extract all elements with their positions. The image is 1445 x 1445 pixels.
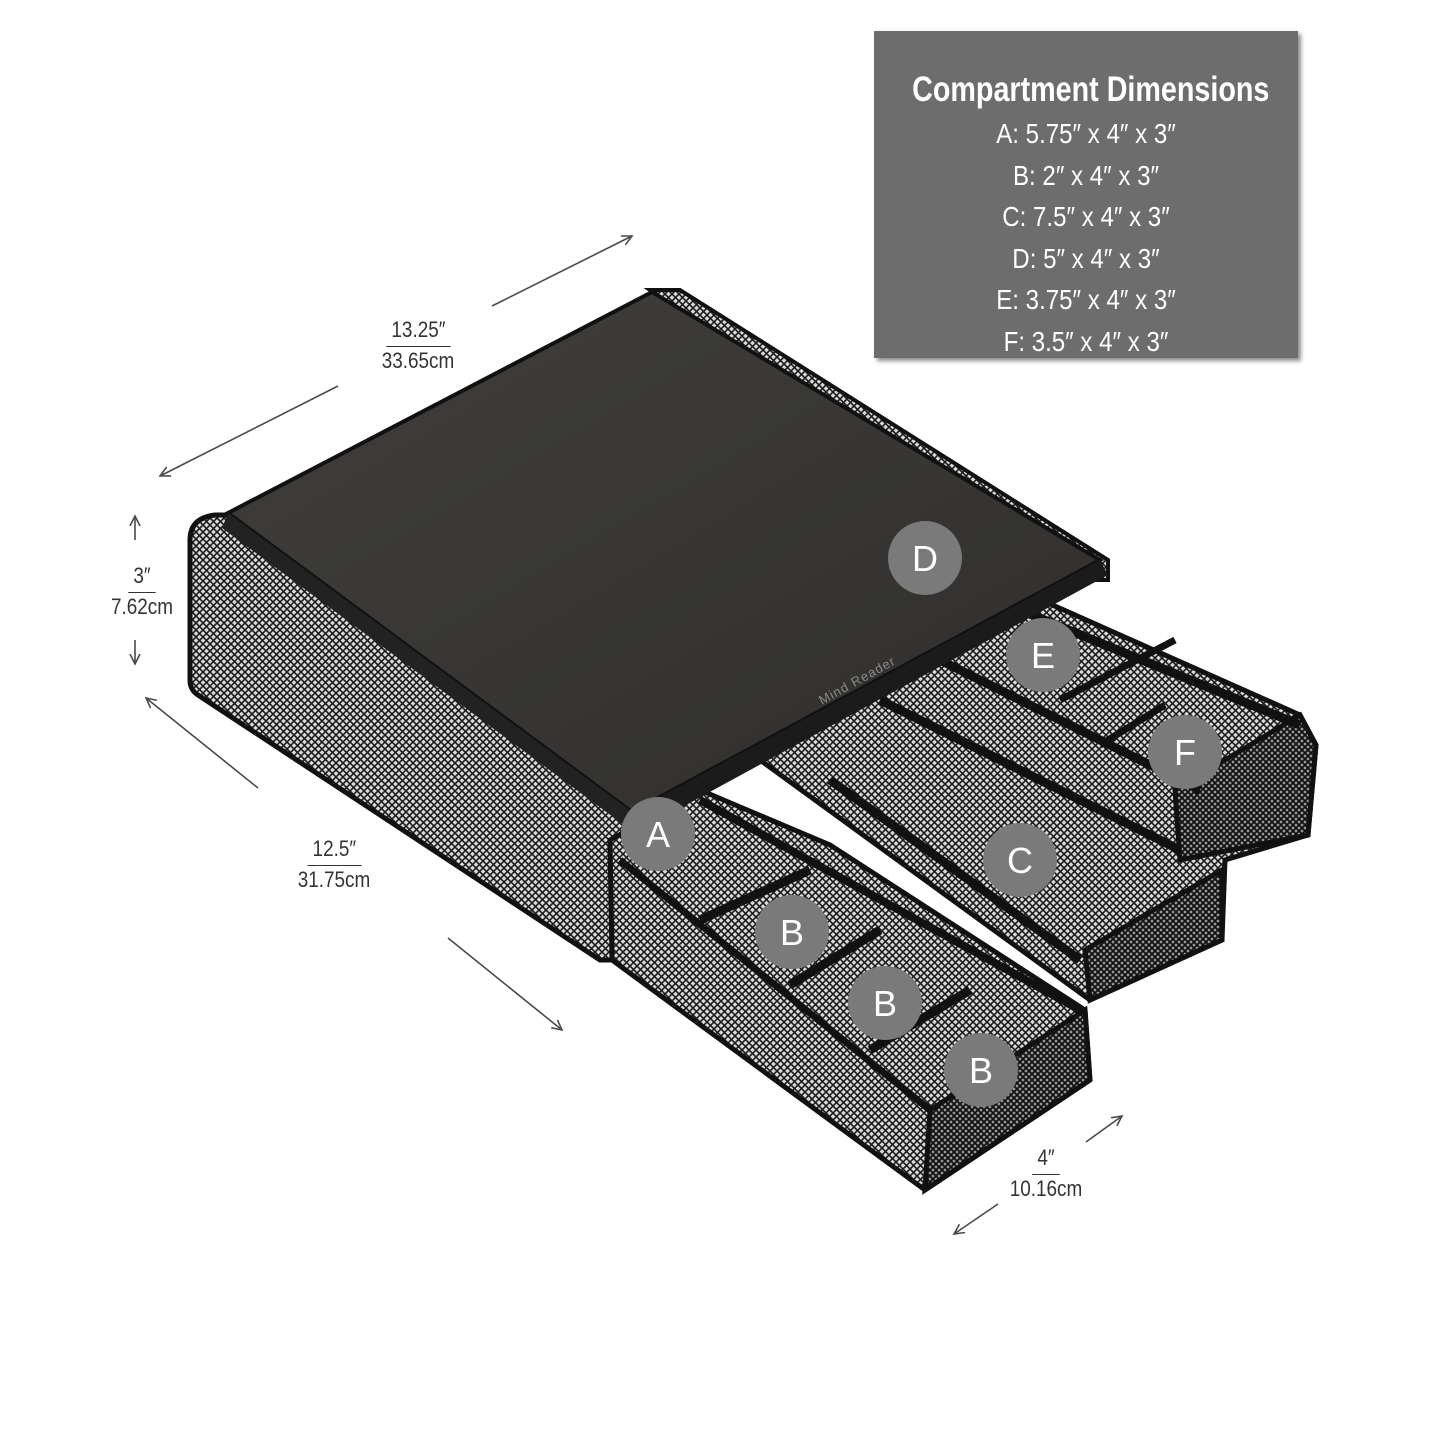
svg-text:B: B <box>873 983 897 1024</box>
depth-arrow-upper <box>146 698 259 789</box>
badge-e: E <box>1006 618 1080 692</box>
height-imperial: 3″ <box>128 562 156 593</box>
svg-text:F: F <box>1174 732 1196 773</box>
width-measurement: 13.25″ 33.65cm <box>358 316 478 375</box>
lid-left-edge <box>222 513 632 828</box>
compartment-dimensions-panel: Compartment Dimensions A: 5.75″ x 4″ x 3… <box>874 31 1298 358</box>
svg-text:A: A <box>646 814 670 855</box>
depth-measurement: 12.5″ 31.75cm <box>274 835 394 894</box>
svg-text:E: E <box>1031 635 1055 676</box>
depth-metric: 31.75cm <box>297 867 371 892</box>
badge-b-1: B <box>755 895 829 969</box>
badge-b-2: B <box>848 966 922 1040</box>
badge-d: D <box>888 521 962 595</box>
drawer-arrow-upper <box>1085 1116 1122 1143</box>
dimension-row-c: C: 7.5″ x 4″ x 3″ <box>1002 201 1170 232</box>
dimensions-list: A: 5.75″ x 4″ x 3″ B: 2″ x 4″ x 3″ C: 7.… <box>874 113 1298 362</box>
dimension-row-e: E: 3.75″ x 4″ x 3″ <box>996 284 1176 315</box>
mesh-drawer-organizer: Mind Reader <box>187 288 1319 1195</box>
width-imperial: 13.25″ <box>385 316 451 347</box>
height-measurement: 3″ 7.62cm <box>92 562 192 621</box>
lid-front-edge <box>632 560 1108 830</box>
depth-arrow-lower <box>447 937 562 1030</box>
badge-b-3: B <box>944 1033 1018 1107</box>
dimension-row-a: A: 5.75″ x 4″ x 3″ <box>996 118 1176 149</box>
dimension-arrows <box>135 236 1122 1234</box>
dimensions-title: Compartment Dimensions <box>912 70 1270 109</box>
svg-text:D: D <box>912 538 938 579</box>
drawer-arrow-lower <box>954 1203 999 1234</box>
drawer-depth-metric: 10.16cm <box>1009 1176 1083 1201</box>
badge-c: C <box>983 823 1057 897</box>
depth-imperial: 12.5″ <box>307 835 361 866</box>
width-metric: 33.65cm <box>381 348 455 373</box>
svg-text:B: B <box>969 1050 993 1091</box>
drawer-depth-measurement: 4″ 10.16cm <box>986 1144 1106 1203</box>
height-metric: 7.62cm <box>110 594 174 619</box>
width-arrow-lower <box>160 385 339 476</box>
svg-text:B: B <box>780 912 804 953</box>
badge-a: A <box>621 797 695 871</box>
svg-text:C: C <box>1007 840 1033 881</box>
dimension-row-b: B: 2″ x 4″ x 3″ <box>1012 159 1160 191</box>
badge-f: F <box>1148 715 1222 789</box>
width-arrow-upper <box>491 236 632 307</box>
drawer-depth-imperial: 4″ <box>1032 1144 1060 1175</box>
compartment-badges: D E F A C B B B <box>621 521 1222 1107</box>
dimension-row-d: D: 5″ x 4″ x 3″ <box>1012 242 1160 274</box>
dimension-row-f: F: 3.5″ x 4″ x 3″ <box>1003 325 1169 357</box>
